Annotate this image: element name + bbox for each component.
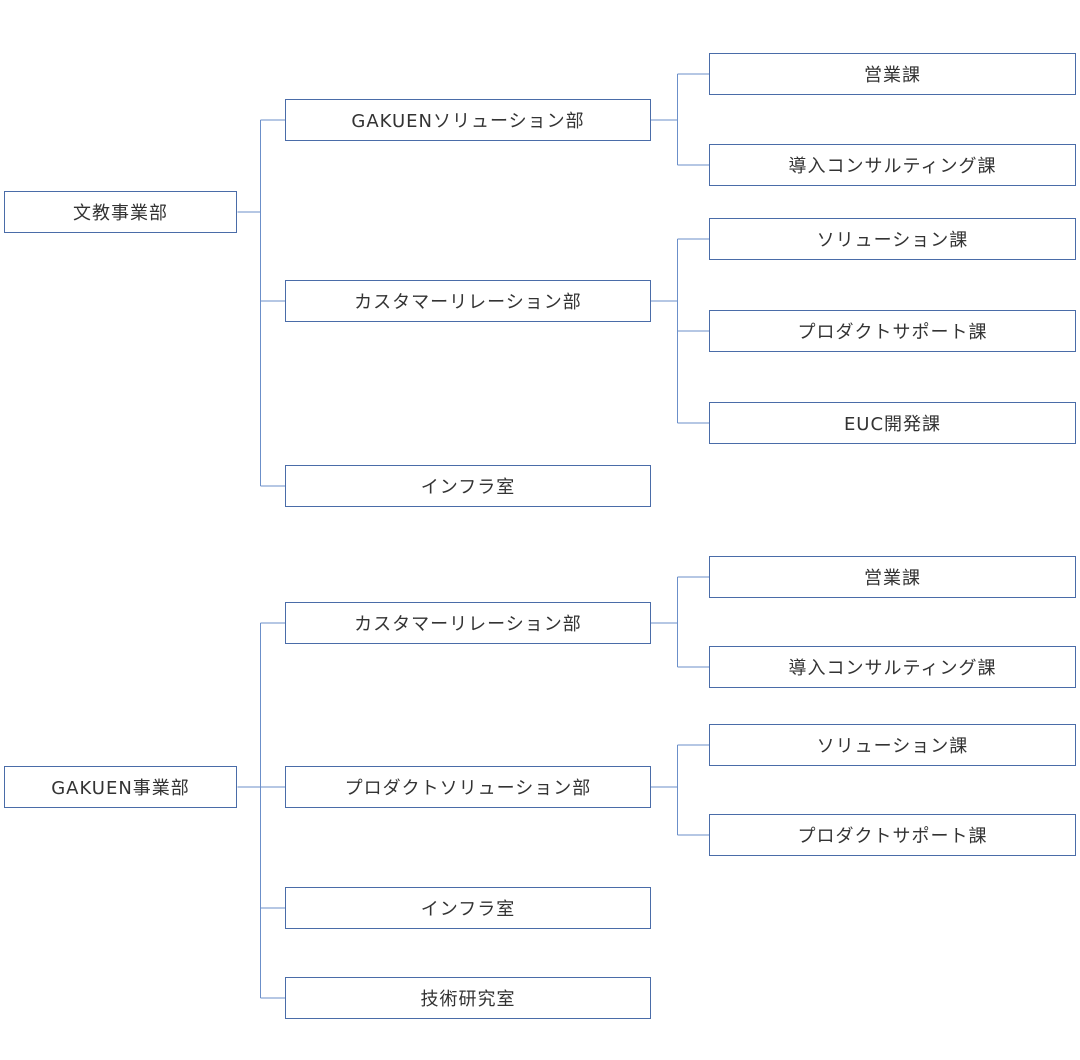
section-box-sales: 営業課 <box>709 53 1076 95</box>
department-box-product-solution: プロダクトソリューション部 <box>285 766 651 808</box>
division-box-gakuen: GAKUEN事業部 <box>4 766 237 808</box>
section-box-product-support-2: プロダクトサポート課 <box>709 814 1076 856</box>
department-box-infra: インフラ室 <box>285 465 651 507</box>
section-box-sales-2: 営業課 <box>709 556 1076 598</box>
department-box-gakuen-solution: GAKUENソリューション部 <box>285 99 651 141</box>
department-box-infra-2: インフラ室 <box>285 887 651 929</box>
department-box-tech-research: 技術研究室 <box>285 977 651 1019</box>
department-box-customer-relation: カスタマーリレーション部 <box>285 280 651 322</box>
section-box-consulting-2: 導入コンサルティング課 <box>709 646 1076 688</box>
division-box-bunkyo: 文教事業部 <box>4 191 237 233</box>
section-box-euc-dev: EUC開発課 <box>709 402 1076 444</box>
department-box-customer-relation-2: カスタマーリレーション部 <box>285 602 651 644</box>
section-box-product-support: プロダクトサポート課 <box>709 310 1076 352</box>
section-box-consulting: 導入コンサルティング課 <box>709 144 1076 186</box>
section-box-solution: ソリューション課 <box>709 218 1076 260</box>
section-box-solution-2: ソリューション課 <box>709 724 1076 766</box>
